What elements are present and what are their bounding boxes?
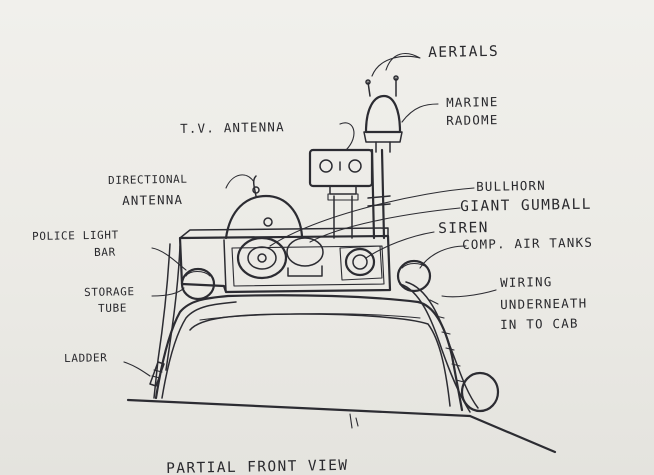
leader-police: [151, 247, 187, 271]
left-pillar-inner: [165, 245, 181, 371]
leader-aerials: [371, 52, 421, 77]
label-bullhorn: BULLHORN: [475, 177, 547, 194]
label-ladder: LADDER: [64, 351, 108, 365]
label-siren: SIREN: [437, 220, 489, 237]
leader-marine: [401, 103, 439, 123]
tv-antenna-box: [308, 148, 374, 188]
ground-line: [126, 398, 557, 454]
label-marine-line1: MARINE: [445, 94, 499, 110]
leader-wiring: [441, 289, 497, 298]
label-wiring-line1: WIRING: [499, 274, 553, 290]
mast: [370, 148, 386, 240]
directional-dome: [224, 194, 304, 240]
label-police-line1: POLICE LIGHT: [32, 228, 119, 243]
leader-siren: [365, 231, 435, 259]
giant-gumball: [286, 237, 324, 267]
label-tv-antenna: T.V. ANTENNA: [179, 119, 285, 136]
storage-tube: [180, 267, 216, 301]
marine-radome: [364, 94, 402, 134]
wiring-conduit-inner: [405, 281, 479, 409]
leader-gumball: [309, 207, 461, 243]
leader-bullhorn: [269, 187, 475, 247]
label-wiring-line2: UNDERNEATH: [499, 295, 588, 312]
label-marine-line2: RADOME: [445, 112, 499, 128]
bumper-mark: [349, 413, 359, 429]
windshield-pane: [189, 313, 451, 407]
windshield-frame: [154, 294, 464, 412]
label-storage-line1: STORAGE: [84, 285, 135, 299]
label-aerials: AERIALS: [427, 43, 500, 61]
side-mirror: [460, 371, 500, 413]
windshield-shade: [199, 313, 421, 321]
comp-air-tank: [396, 259, 432, 293]
siren: [344, 247, 376, 277]
left-pillar: [153, 243, 171, 399]
ladder: [149, 361, 165, 387]
label-wiring-line3: IN TO CAB: [499, 315, 579, 332]
label-directional-line1: DIRECTIONAL: [108, 172, 188, 187]
label-bottom-caption: PARTIAL FRONT VIEW: [165, 457, 349, 475]
leader-ladder: [123, 361, 151, 377]
wiring-conduit-outer: [399, 283, 471, 413]
label-directional-line2: ANTENNA: [121, 191, 184, 208]
label-comp-air-tanks: COMP. AIR TANKS: [461, 234, 594, 252]
leader-directional: [225, 174, 255, 189]
bullhorn: [236, 236, 288, 280]
label-police-line2: BAR: [94, 245, 116, 259]
leader-storage: [151, 287, 185, 297]
leader-tv: [339, 122, 355, 151]
label-storage-line2: TUBE: [98, 301, 128, 315]
label-giant-gumball: GIANT GUMBALL: [459, 196, 592, 215]
windshield-inner-left: [161, 301, 237, 399]
leader-comp-air: [419, 245, 467, 269]
